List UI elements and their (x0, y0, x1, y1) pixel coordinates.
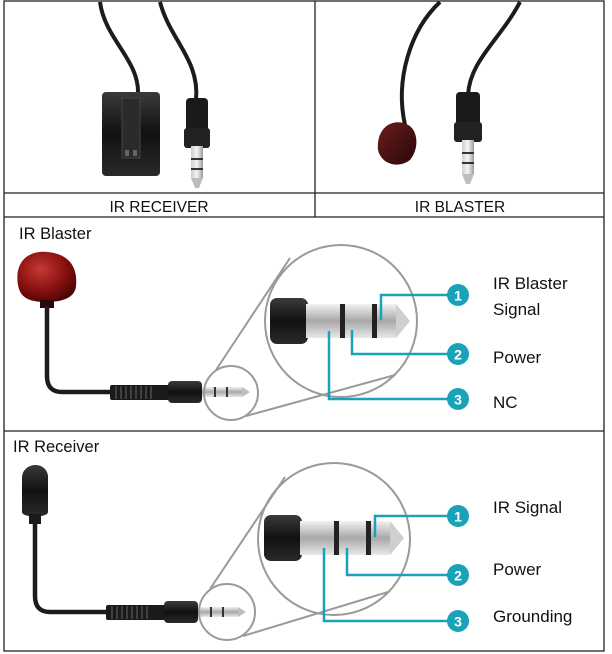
ir-blaster-photo (377, 0, 522, 184)
blaster-pin-3-label: NC (493, 393, 518, 412)
ir-receiver-photo (98, 1, 210, 188)
receiver-section-title: IR Receiver (13, 438, 100, 456)
ir-receiver-caption: IR RECEIVER (109, 199, 208, 216)
blaster-pin-2-number: 2 (454, 347, 462, 363)
blaster-pin-2-badge (447, 343, 469, 365)
receiver-pin-2-number: 2 (454, 568, 462, 584)
blaster-zoom-callout (203, 244, 418, 421)
blaster-device (17, 251, 250, 403)
receiver-pin-labels: IR Signal Power Grounding (493, 498, 572, 626)
receiver-pin-1-number: 1 (454, 509, 462, 525)
receiver-pin-2-badge (447, 564, 469, 586)
blaster-pin-1-number: 1 (454, 288, 462, 304)
receiver-pin-3-badge (447, 610, 469, 632)
receiver-pin-3-number: 3 (454, 614, 462, 630)
ir-blaster-caption: IR BLASTER (415, 199, 505, 216)
receiver-pin-1-badge (447, 505, 469, 527)
receiver-pin-badges: 1 2 3 (447, 505, 469, 632)
blaster-pin-2-label: Power (493, 348, 542, 367)
blaster-pin-1-label-line2: Signal (493, 300, 540, 319)
blaster-section-title: IR Blaster (19, 225, 92, 243)
receiver-pin-1-label: IR Signal (493, 498, 562, 517)
receiver-zoom-callout (198, 462, 411, 641)
blaster-leader-lines (327, 293, 458, 401)
receiver-leader-lines (322, 514, 458, 623)
blaster-pin-1-label-line1: IR Blaster (493, 274, 568, 293)
blaster-zoomed-jack (270, 298, 410, 344)
blaster-pin-labels: IR Blaster Signal Power NC (493, 274, 568, 412)
blaster-pin-1-badge (447, 284, 469, 306)
blaster-pin-badges: 1 2 3 (447, 284, 469, 410)
receiver-pin-2-label: Power (493, 560, 542, 579)
table-frame (3, 0, 605, 652)
receiver-pin-3-label: Grounding (493, 607, 572, 626)
blaster-pin-3-badge (447, 388, 469, 410)
receiver-zoomed-jack (264, 515, 404, 561)
blaster-pin-3-number: 3 (454, 392, 462, 408)
receiver-device (22, 464, 246, 623)
